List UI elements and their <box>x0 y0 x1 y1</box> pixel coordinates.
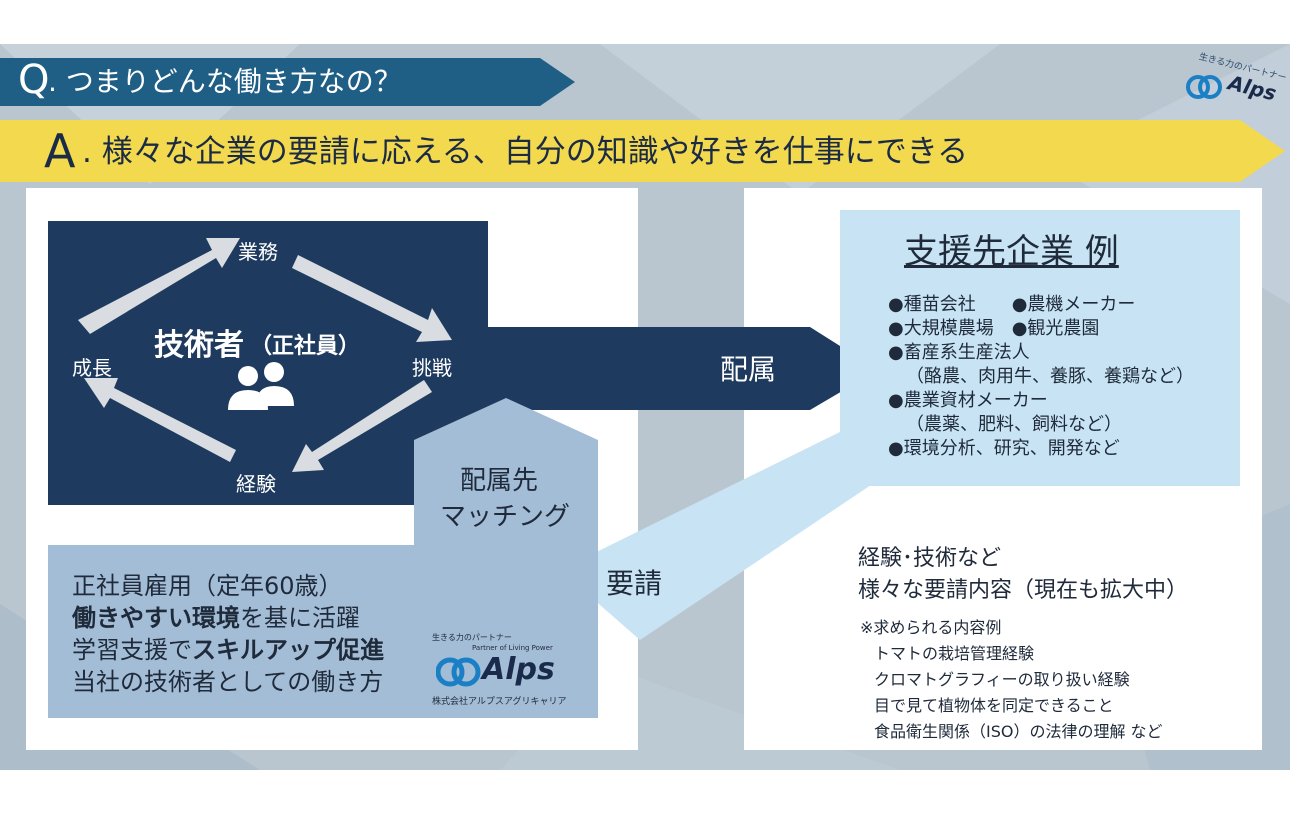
answer-letter: A <box>44 124 76 178</box>
brand-logo: 生きる力のパートナー Partner of Living Power Alps … <box>432 632 592 712</box>
question-text: . つまりどんな働き方なの？ <box>48 65 402 98</box>
arrow-work-to-challenge <box>292 255 452 342</box>
engineer-subtitle: （正社員） <box>250 334 361 359</box>
clients-title: 支援先企業 例 <box>904 232 1119 272</box>
client-item: （農薬、肥料、飼料など） <box>906 414 1122 435</box>
request-example: トマトの栽培管理経験 <box>874 644 1035 663</box>
employment-line3: 学習支援でスキルアップ促進 <box>72 636 384 664</box>
corner-logo: 生きる力のパートナー Alps <box>1150 50 1287 115</box>
requests-line2: 様々な要請内容（現在も拡大中） <box>858 578 1189 603</box>
matching-line1: 配属先 <box>460 466 539 496</box>
people-icon <box>228 362 294 410</box>
brand-tagline: 生きる力のパートナー <box>432 633 512 642</box>
employment-line1: 正社員雇用（定年60歳） <box>72 572 343 600</box>
answer-text: . 様々な企業の要請に応える、自分の知識や好きを仕事にできる <box>82 134 969 170</box>
alps-logo-icon <box>1186 75 1222 99</box>
client-item: （酪農、肉用牛、養豚、養鶏など） <box>906 366 1194 387</box>
brand-tagline-en: Partner of Living Power <box>472 644 553 652</box>
client-item: ●畜産系生産法人 <box>888 342 1030 363</box>
requests-line1: 経験･技術など <box>858 546 1002 571</box>
answer-band <box>0 120 1285 182</box>
question-band <box>0 58 575 106</box>
matching-line2: マッチング <box>440 502 571 532</box>
request-example: 食品衛生関係（ISO）の法律の理解 など <box>874 722 1163 741</box>
engineer-title: 技術者 <box>154 328 244 363</box>
brand-name: Alps <box>482 652 555 687</box>
client-item: ●環境分析、研究、開発など <box>888 438 1120 459</box>
client-item: ●大規模農場 ●観光農園 <box>888 318 1100 339</box>
cycle-bottom-label: 経験 <box>236 472 276 496</box>
client-item: ●農業資材メーカー <box>888 390 1048 411</box>
alps-logo-icon <box>436 657 481 687</box>
cycle-top-label: 業務 <box>238 240 278 264</box>
clients-box <box>840 210 1240 486</box>
request-example: 目で見て植物体を同定できること <box>874 696 1114 715</box>
employment-line2: 働きやすい環境を基に活躍 <box>72 604 360 632</box>
request-example: クロマトグラフィーの取り扱い経験 <box>874 670 1130 689</box>
request-label: 要請 <box>606 567 663 600</box>
assign-label: 配属 <box>720 353 777 386</box>
brand-company: 株式会社アルプスアグリキャリア <box>432 697 567 707</box>
client-item: ●種苗会社 ●農機メーカー <box>888 294 1136 315</box>
arrow-experience-to-growth <box>84 378 236 462</box>
employment-line4: 当社の技術者としての働き方 <box>72 668 384 696</box>
arrow-challenge-to-experience <box>292 380 432 472</box>
cycle-left-label: 成長 <box>72 356 112 380</box>
arrow-growth-to-work <box>78 238 240 334</box>
question-letter: Q <box>18 57 50 103</box>
requests-note-title: ※求められる内容例 <box>860 618 1002 637</box>
cycle-right-label: 挑戦 <box>412 356 452 380</box>
